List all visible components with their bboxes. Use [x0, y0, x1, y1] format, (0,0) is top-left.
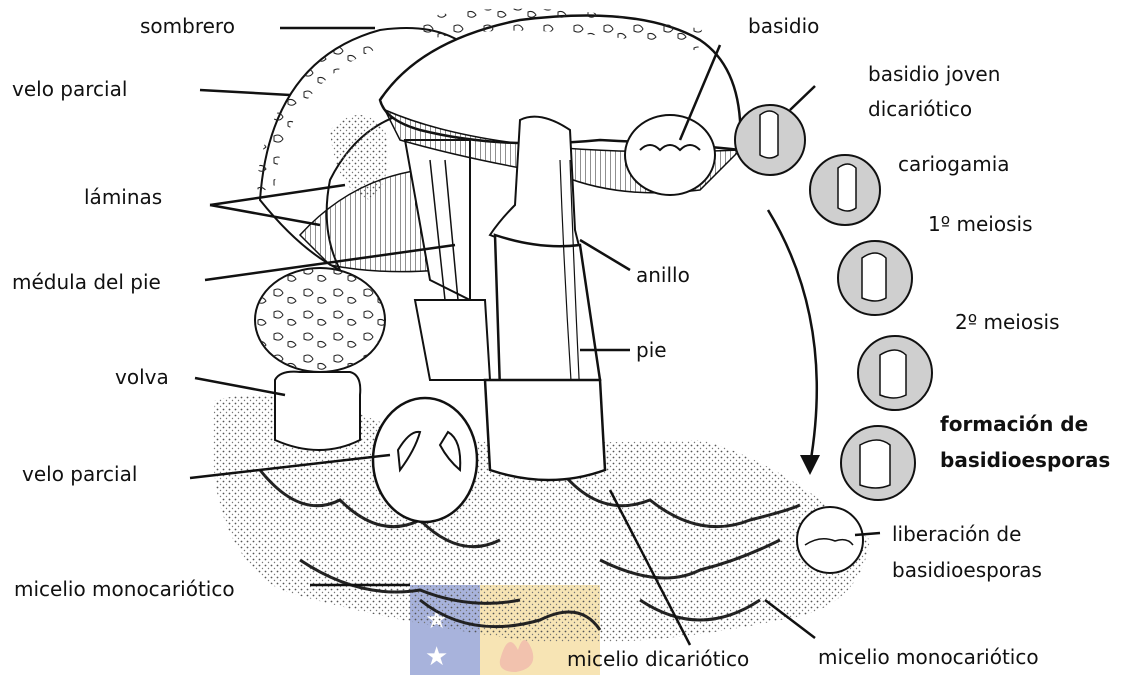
watermark-star-icon: ★	[425, 642, 448, 672]
label-laminas: láminas	[84, 185, 162, 210]
leader-anillo	[580, 240, 630, 270]
label-basidio-joven: basidio joven	[868, 62, 1000, 87]
cycle-arrow	[768, 210, 820, 475]
label-volva: volva	[115, 365, 169, 390]
label-basidio: basidio	[748, 14, 819, 39]
egg-volva	[373, 398, 477, 522]
label-liberacion-basidioesporas: basidioesporas	[892, 558, 1042, 583]
label-medula-del-pie: médula del pie	[12, 270, 161, 295]
label-velo-parcial-bottom: velo parcial	[22, 462, 137, 487]
label-sombrero: sombrero	[140, 14, 235, 39]
label-anillo: anillo	[636, 263, 690, 288]
leader-volva	[195, 378, 285, 395]
label-cariogamia: cariogamia	[898, 152, 1010, 177]
label-meiosis-2: 2º meiosis	[955, 310, 1059, 335]
label-pie: pie	[636, 338, 667, 363]
label-formacion-de: formación de	[940, 412, 1088, 437]
label-meiosis-1: 1º meiosis	[928, 212, 1032, 237]
label-micelio-monocariotico-left: micelio monocariótico	[14, 577, 235, 602]
leader-basidio-joven	[790, 86, 815, 110]
label-formacion-basidioesporas: basidioesporas	[940, 448, 1110, 473]
leader-velo-parcial-top	[200, 90, 290, 95]
label-liberacion-de: liberación de	[892, 522, 1021, 547]
label-micelio-dicariotico: micelio dicariótico	[567, 647, 749, 672]
label-dicariotico: dicariótico	[868, 97, 972, 122]
label-velo-parcial-top: velo parcial	[12, 77, 127, 102]
label-micelio-monocariotico-right: micelio monocariótico	[818, 645, 1039, 670]
